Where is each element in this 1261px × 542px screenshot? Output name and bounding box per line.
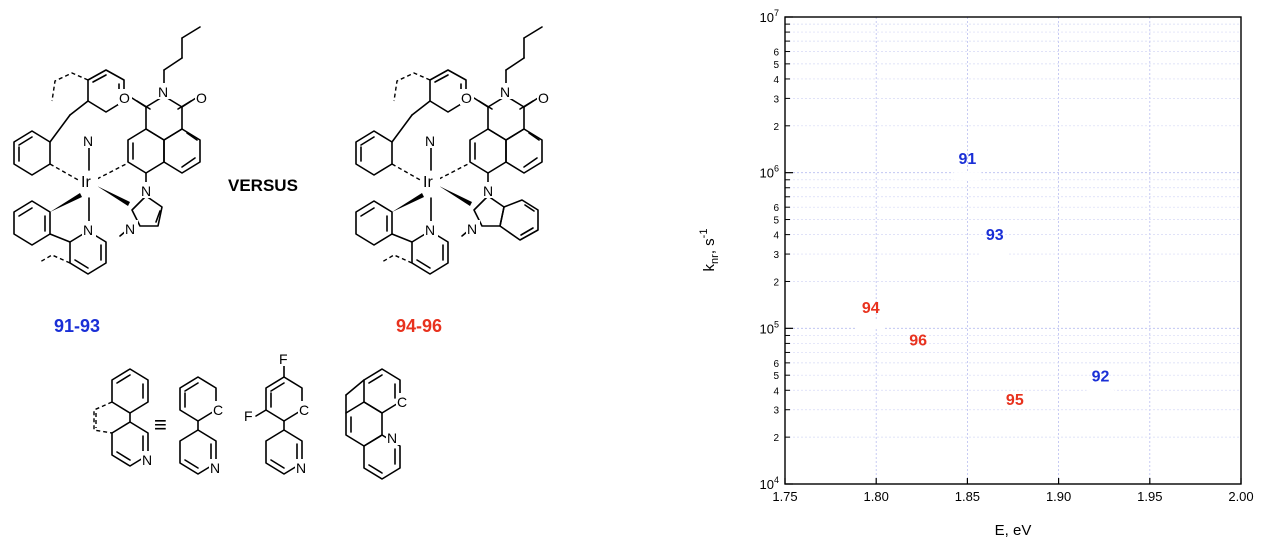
nitrogen-label: N bbox=[158, 84, 168, 100]
oxygen-label: O bbox=[119, 90, 130, 106]
x-tick-label: 1.80 bbox=[864, 489, 889, 504]
point-marker-92 bbox=[1086, 389, 1115, 398]
complex-benzimidazole-structure bbox=[355, 26, 543, 275]
ligand-generic-structure bbox=[93, 368, 149, 467]
complex-imidazole-atoms: N Ir N N O O N N bbox=[80, 83, 209, 238]
y-minor-tick-label: 3 bbox=[773, 406, 779, 417]
oxygen-label: O bbox=[196, 90, 207, 106]
ligand-difluorophenylpyridine-structure bbox=[255, 365, 303, 475]
y-minor-tick-label: 6 bbox=[773, 48, 779, 59]
y-tick-label: 105 bbox=[760, 319, 779, 336]
x-axis-label: E, eV bbox=[995, 522, 1032, 539]
x-tick-label: 1.85 bbox=[955, 489, 980, 504]
nitrogen-label: N bbox=[387, 430, 397, 446]
nitrogen-label: N bbox=[296, 460, 306, 476]
y-tick-label: 107 bbox=[760, 8, 779, 25]
x-tick-label: 1.95 bbox=[1137, 489, 1162, 504]
group-label-94-96: 94-96 bbox=[396, 316, 442, 336]
nitrogen-label: N bbox=[141, 183, 151, 199]
carbon-label: C bbox=[299, 402, 309, 418]
y-minor-tick-label: 2 bbox=[773, 433, 779, 444]
data-points: 91 93 92 94 96 95 bbox=[856, 151, 1115, 421]
y-minor-tick-label: 3 bbox=[773, 250, 779, 261]
complex-benzimidazole-atoms: N Ir N N O O N N bbox=[422, 83, 551, 238]
nitrogen-label: N bbox=[83, 133, 93, 149]
nitrogen-label: N bbox=[483, 183, 493, 199]
equivalence-symbol: ≡ bbox=[154, 412, 167, 437]
fluorine-label: F bbox=[279, 351, 288, 367]
nitrogen-label: N bbox=[467, 221, 477, 237]
oxygen-label: O bbox=[461, 90, 472, 106]
nitrogen-label: N bbox=[125, 221, 135, 237]
nitrogen-label: N bbox=[500, 84, 510, 100]
iridium-label: Ir bbox=[81, 174, 91, 191]
x-tick-label: 1.90 bbox=[1046, 489, 1071, 504]
point-label-96: 96 bbox=[909, 332, 927, 349]
point-label-91: 91 bbox=[959, 151, 977, 168]
group-label-91-93: 91-93 bbox=[54, 316, 100, 336]
point-label-92: 92 bbox=[1092, 369, 1110, 386]
y-tick-label: 106 bbox=[760, 164, 779, 181]
point-label-94: 94 bbox=[862, 300, 880, 317]
point-marker-93 bbox=[980, 247, 1009, 256]
point-marker-95 bbox=[1000, 412, 1029, 421]
y-minor-tick-label: 5 bbox=[773, 60, 779, 71]
point-marker-96 bbox=[904, 353, 933, 362]
nitrogen-label: N bbox=[83, 222, 93, 238]
versus-label: VERSUS bbox=[228, 176, 298, 195]
nitrogen-label: N bbox=[425, 133, 435, 149]
x-tick-label: 1.75 bbox=[772, 489, 797, 504]
y-minor-tick-label: 2 bbox=[773, 277, 779, 288]
y-minor-tick-label: 5 bbox=[773, 371, 779, 382]
nitrogen-label: N bbox=[210, 460, 220, 476]
y-axis-label: knr, s-1 bbox=[698, 229, 721, 272]
nitrogen-label: N bbox=[142, 452, 152, 468]
iridium-label: Ir bbox=[423, 174, 433, 191]
y-minor-tick-label: 6 bbox=[773, 203, 779, 214]
chemical-structures: N Ir N N O O N N VERSUS bbox=[13, 26, 551, 480]
oxygen-label: O bbox=[538, 90, 549, 106]
y-minor-tick-label: 6 bbox=[773, 359, 779, 370]
y-minor-tick-label: 4 bbox=[773, 386, 779, 397]
y-minor-tick-label: 3 bbox=[773, 94, 779, 105]
plot-frame bbox=[784, 16, 1242, 485]
nitrogen-label: N bbox=[425, 222, 435, 238]
point-marker-91 bbox=[953, 172, 982, 181]
x-tick-label: 2.00 bbox=[1228, 489, 1253, 504]
point-label-95: 95 bbox=[1006, 392, 1024, 409]
ligand-benzoquinoline-structure bbox=[345, 368, 401, 480]
y-minor-tick-label: 5 bbox=[773, 216, 779, 227]
y-minor-tick-label: 2 bbox=[773, 122, 779, 133]
y-minor-tick-label: 4 bbox=[773, 75, 779, 86]
carbon-label: C bbox=[397, 394, 407, 410]
fluorine-label: F bbox=[244, 408, 253, 424]
complex-imidazole-structure bbox=[13, 26, 201, 275]
x-axis-ticks: 1.75 1.80 1.85 1.90 1.95 2.00 bbox=[772, 478, 1254, 504]
y-minor-tick-label: 4 bbox=[773, 231, 779, 242]
y-tick-label: 104 bbox=[760, 475, 779, 492]
point-label-93: 93 bbox=[986, 227, 1004, 244]
point-marker-94 bbox=[856, 321, 885, 330]
carbon-label: C bbox=[213, 402, 223, 418]
